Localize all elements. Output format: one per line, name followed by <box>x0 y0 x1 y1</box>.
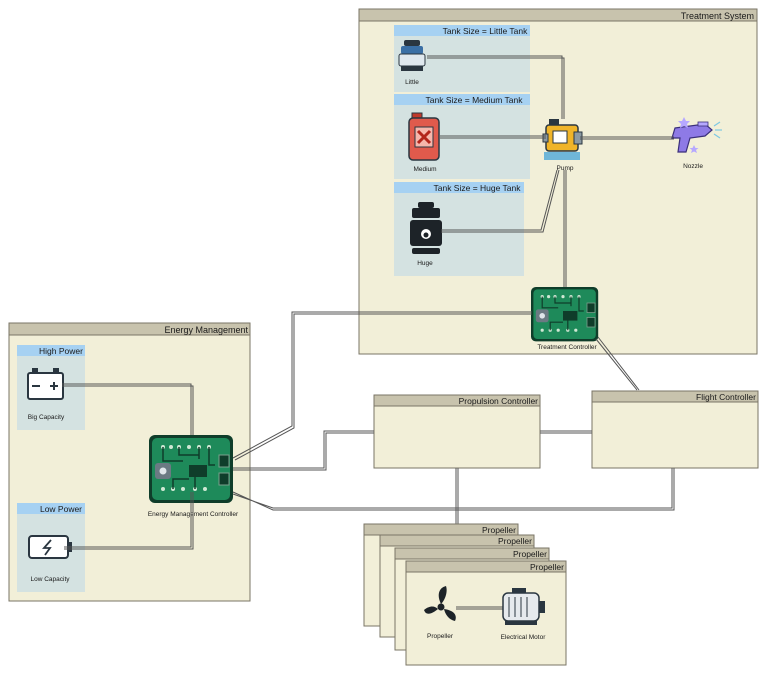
power-option-low-label: Low Capacity <box>30 576 70 583</box>
flight-controller-title: Flight Controller <box>696 392 756 402</box>
little-tank-icon <box>398 40 426 71</box>
nozzle: Nozzle <box>671 117 722 170</box>
huge-tank-icon <box>410 202 442 254</box>
energy-management-title: Energy Management <box>164 325 248 335</box>
power-option-low-header: Low Power <box>40 504 82 514</box>
propeller-card-title: Propeller <box>482 525 516 535</box>
electrical-motor-icon <box>502 588 545 625</box>
tank-option-little-header: Tank Size = Little Tank <box>443 26 528 36</box>
propeller-card-title: Propeller <box>498 536 532 546</box>
pump-icon <box>542 119 583 160</box>
propulsion-controller-title: Propulsion Controller <box>459 396 539 406</box>
pump-label: Pump <box>557 165 574 172</box>
treatment-system-title: Treatment System <box>681 11 754 21</box>
tank-option-huge-label: Huge <box>417 260 433 267</box>
battery-icon <box>27 368 64 400</box>
tank-option-medium: Tank Size = Medium Tank Medium <box>394 94 530 179</box>
tank-option-medium-label: Medium <box>413 166 436 173</box>
propulsion-controller-block: Propulsion Controller <box>373 394 541 469</box>
propeller-card-front: Propeller Propeller Electrical Motor <box>405 560 567 666</box>
propeller-stack: Propeller Propeller Propeller Propeller … <box>363 523 567 666</box>
nozzle-label: Nozzle <box>683 163 703 170</box>
power-option-high: High Power Big Capacity <box>17 345 85 430</box>
treatment-controller: Treatment Controller <box>530 286 599 351</box>
power-option-high-label: Big Capacity <box>28 414 65 421</box>
tank-option-medium-header: Tank Size = Medium Tank <box>426 95 524 105</box>
electrical-motor-label: Electrical Motor <box>501 634 547 641</box>
tank-option-huge: Tank Size = Huge Tank Huge <box>394 182 524 276</box>
propeller-label: Propeller <box>427 633 454 640</box>
tank-option-little-label: Little <box>405 79 419 86</box>
propeller-card-title: Propeller <box>530 562 564 572</box>
pump: Pump <box>542 119 583 172</box>
propeller-icon <box>424 586 456 621</box>
flight-controller-block: Flight Controller <box>591 390 759 469</box>
propeller-card-title: Propeller <box>513 549 547 559</box>
nozzle-icon <box>671 117 722 153</box>
power-option-high-header: High Power <box>39 346 83 356</box>
treatment-controller-pcb-icon <box>530 286 599 342</box>
treatment-controller-label: Treatment Controller <box>537 344 597 351</box>
medium-tank-icon <box>408 112 440 161</box>
tank-option-huge-header: Tank Size = Huge Tank <box>433 183 521 193</box>
